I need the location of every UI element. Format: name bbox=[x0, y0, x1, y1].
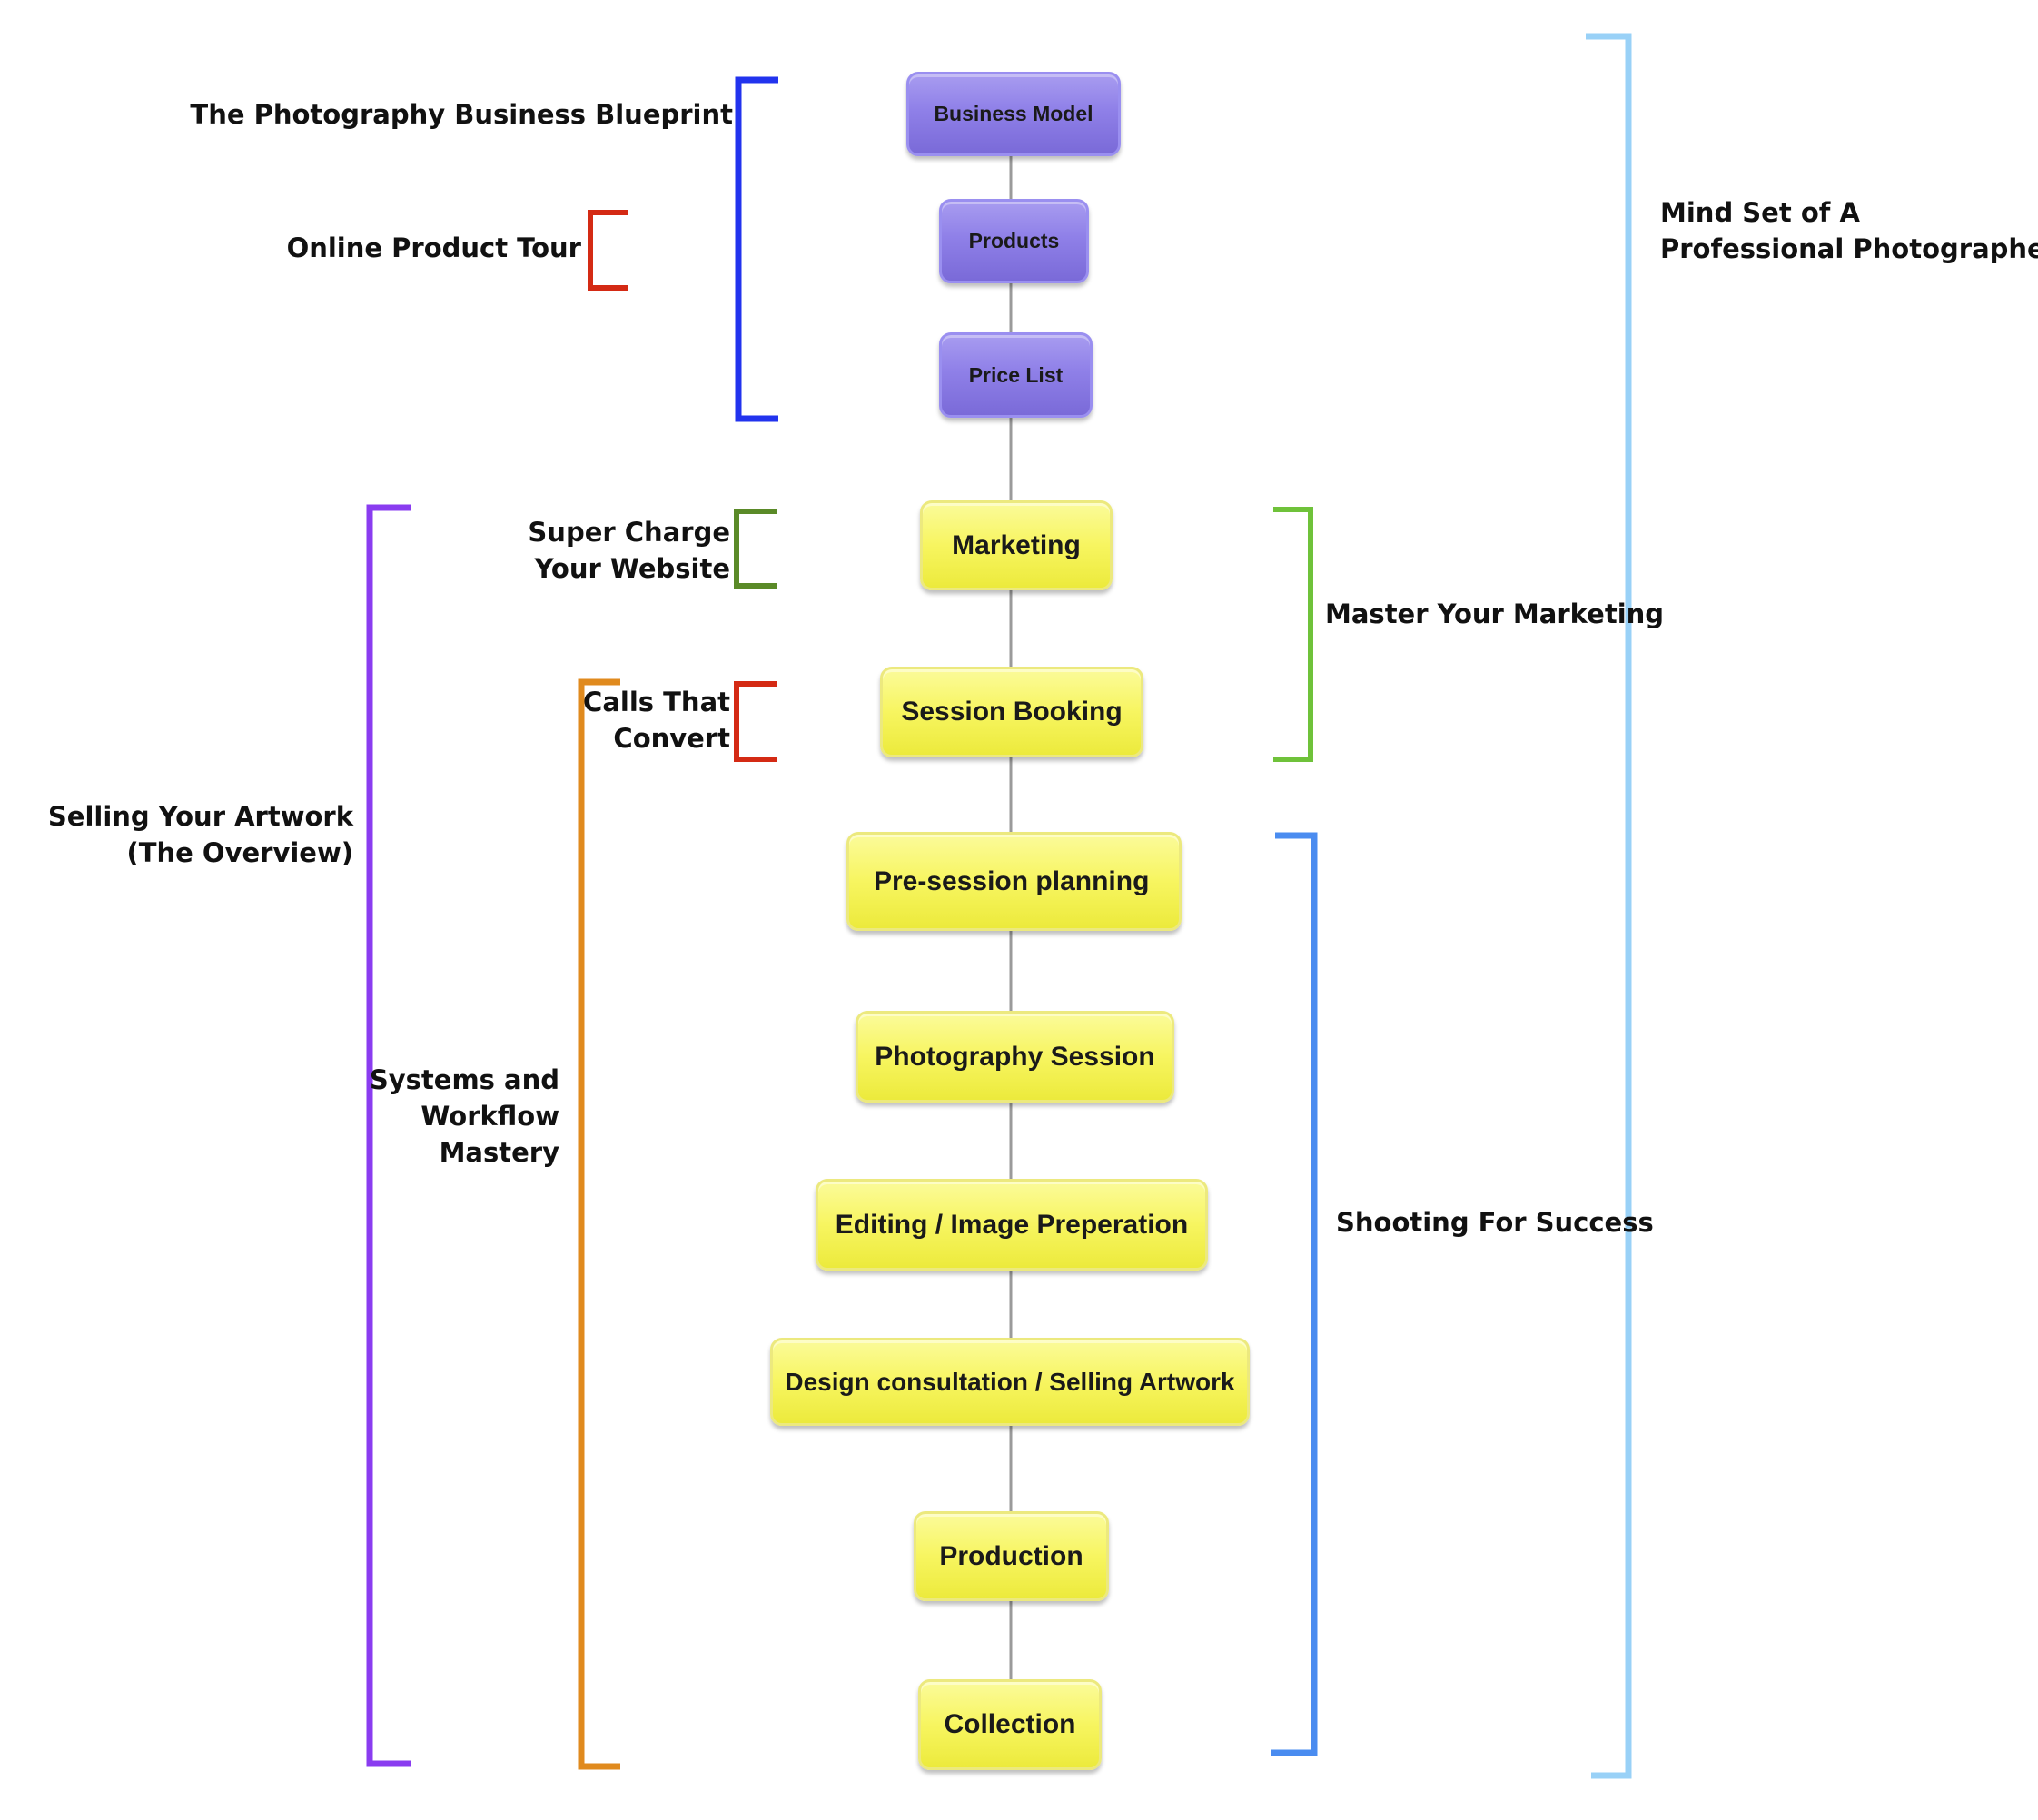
calls-label-line1: Calls That bbox=[583, 687, 730, 717]
super-charge-label-line2: Your Website bbox=[534, 553, 730, 584]
pre-session-planning-node[interactable]: Pre-session planning bbox=[846, 832, 1182, 931]
product-tour-label: Online Product Tour bbox=[286, 232, 581, 263]
photography-session-node[interactable]: Photography Session bbox=[856, 1011, 1174, 1103]
session-booking-node[interactable]: Session Booking bbox=[880, 667, 1143, 757]
production-node[interactable]: Production bbox=[914, 1511, 1109, 1601]
marketing-node[interactable]: Marketing bbox=[920, 500, 1113, 590]
super-charge-bracket bbox=[734, 509, 777, 589]
selling-bracket bbox=[366, 504, 411, 1767]
systems-label-line2: Workflow bbox=[420, 1101, 559, 1132]
selling-label-line1: Selling Your Artwork bbox=[47, 801, 353, 832]
selling-label-line2: (The Overview) bbox=[126, 837, 353, 868]
master-marketing-bracket bbox=[1273, 507, 1313, 762]
calls-bracket bbox=[734, 681, 777, 762]
collection-node[interactable]: Collection bbox=[918, 1679, 1102, 1770]
blueprint-label: The Photography Business Blueprint bbox=[190, 99, 733, 130]
master-marketing-label: Master Your Marketing bbox=[1325, 598, 1665, 629]
calls-label-line2: Convert bbox=[613, 723, 730, 754]
super-charge-label-line1: Super Charge bbox=[528, 517, 730, 548]
business-model-node[interactable]: Business Model bbox=[906, 72, 1121, 156]
systems-label-line3: Mastery bbox=[439, 1137, 559, 1168]
products-node[interactable]: Products bbox=[939, 199, 1089, 283]
editing-node[interactable]: Editing / Image Preperation bbox=[816, 1179, 1208, 1271]
product-tour-bracket bbox=[588, 210, 628, 291]
design-consultation-node[interactable]: Design consultation / Selling Artwork bbox=[770, 1338, 1250, 1426]
mindset-bracket bbox=[1586, 33, 1632, 1779]
systems-label-line1: Systems and bbox=[369, 1064, 559, 1095]
mindset-label-line2: Professional Photographer bbox=[1660, 233, 2038, 264]
shooting-bracket bbox=[1271, 832, 1318, 1756]
price-list-node[interactable]: Price List bbox=[939, 332, 1093, 418]
systems-bracket bbox=[578, 678, 620, 1770]
blueprint-bracket bbox=[735, 76, 778, 422]
mindset-label-line1: Mind Set of A bbox=[1660, 197, 1860, 228]
shooting-label: Shooting For Success bbox=[1336, 1207, 1654, 1238]
